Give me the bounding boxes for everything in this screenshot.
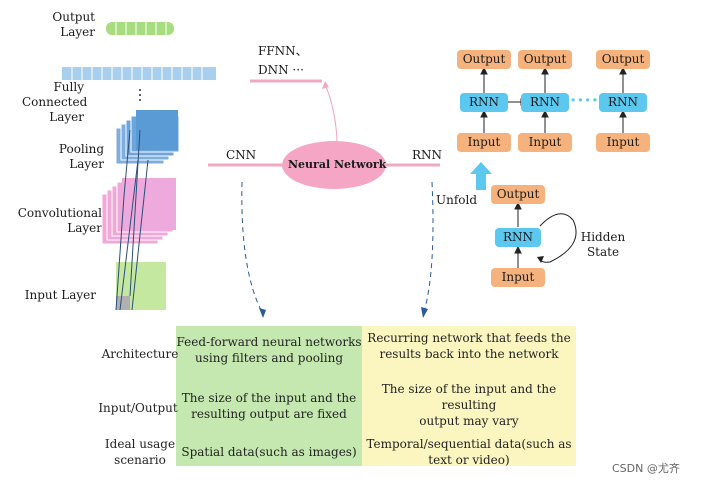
rnn-unrolled-output-2: Output: [518, 50, 572, 69]
convolutional-layer-block: [101, 178, 176, 245]
rnn-unrolled-dots: ·····: [570, 90, 607, 111]
output-layer-label: Output Layer: [52, 10, 95, 39]
cnn-label: CNN: [226, 148, 257, 162]
input-layer-block: [116, 262, 166, 310]
rnn-folded-output: Output: [491, 185, 545, 204]
cnn-dashed-arrow: [241, 181, 263, 313]
rnn-folded-arrows: [514, 201, 522, 268]
unfold-arrow: [470, 162, 492, 190]
input-layer-label: Input Layer: [24, 288, 96, 302]
rnn-folded-input: Input: [491, 268, 545, 287]
hidden-state-label: Hidden State: [580, 230, 626, 259]
cnn-architecture-cell: Feed-forward neural networks using filte…: [176, 335, 362, 365]
output-layer-block: [106, 22, 174, 35]
rnn-architecture-cell: Recurring network that feeds the results…: [367, 331, 571, 361]
fully-connected-layer-label: Fully Connected Layer: [22, 80, 88, 124]
rnn-unrolled-input-2: Input: [518, 133, 572, 152]
rnn-unrolled-output-3: Output: [596, 50, 650, 69]
rnn-unrolled-output-1: Output: [457, 50, 511, 69]
pooling-layer-block: [115, 110, 180, 165]
cnn-connector-lines: [115, 129, 149, 311]
rnn-label: RNN: [412, 148, 443, 162]
rnn-unrolled-cell-2: RNN: [521, 93, 569, 112]
fully-connected-layer-block: [62, 67, 216, 80]
rnn-unrolled-cell-3: RNN: [599, 93, 647, 112]
rnn-unrolled-input-1: Input: [457, 133, 511, 152]
dnn-label: DNN ···: [258, 63, 304, 77]
row-ideal-usage-label: Ideal usage scenario: [104, 437, 176, 467]
ffnn-label: FFNN、: [258, 44, 308, 58]
pooling-layer-label: Pooling Layer: [58, 142, 104, 171]
watermark: CSDN @尤齐: [612, 462, 680, 475]
rnn-unrolled-arrows: [480, 66, 627, 133]
row-input-output-label: Input/Output: [98, 401, 178, 415]
rnn-folded-cell: RNN: [495, 228, 541, 247]
rnn-column-bg: [362, 326, 576, 466]
row-architecture-label: Architecture: [101, 347, 179, 361]
unfold-label: Unfold: [436, 193, 478, 207]
neural-network-ellipse: [282, 141, 386, 189]
cnn-usage-cell: Spatial data(such as images): [181, 445, 357, 459]
rnn-unrolled-cell-1: RNN: [460, 93, 508, 112]
cnn-column-bg: [176, 326, 362, 466]
hidden-state-loop: [539, 213, 577, 263]
rnn-unrolled-input-3: Input: [596, 133, 650, 152]
ffnn-arrow: [324, 83, 338, 143]
rnn-usage-cell: Temporal/sequential data(such as text or…: [366, 437, 572, 467]
rnn-dashed-arrow: [423, 181, 434, 313]
convolutional-layer-label: Convolutional Layer: [17, 206, 102, 235]
cnn-input-output-cell: The size of the input and the resulting …: [181, 391, 357, 421]
vertical-dots: [139, 89, 141, 101]
neural-network-label: Neural Network: [288, 158, 387, 171]
rnn-input-output-cell: The size of the input and the resulting …: [381, 382, 557, 428]
